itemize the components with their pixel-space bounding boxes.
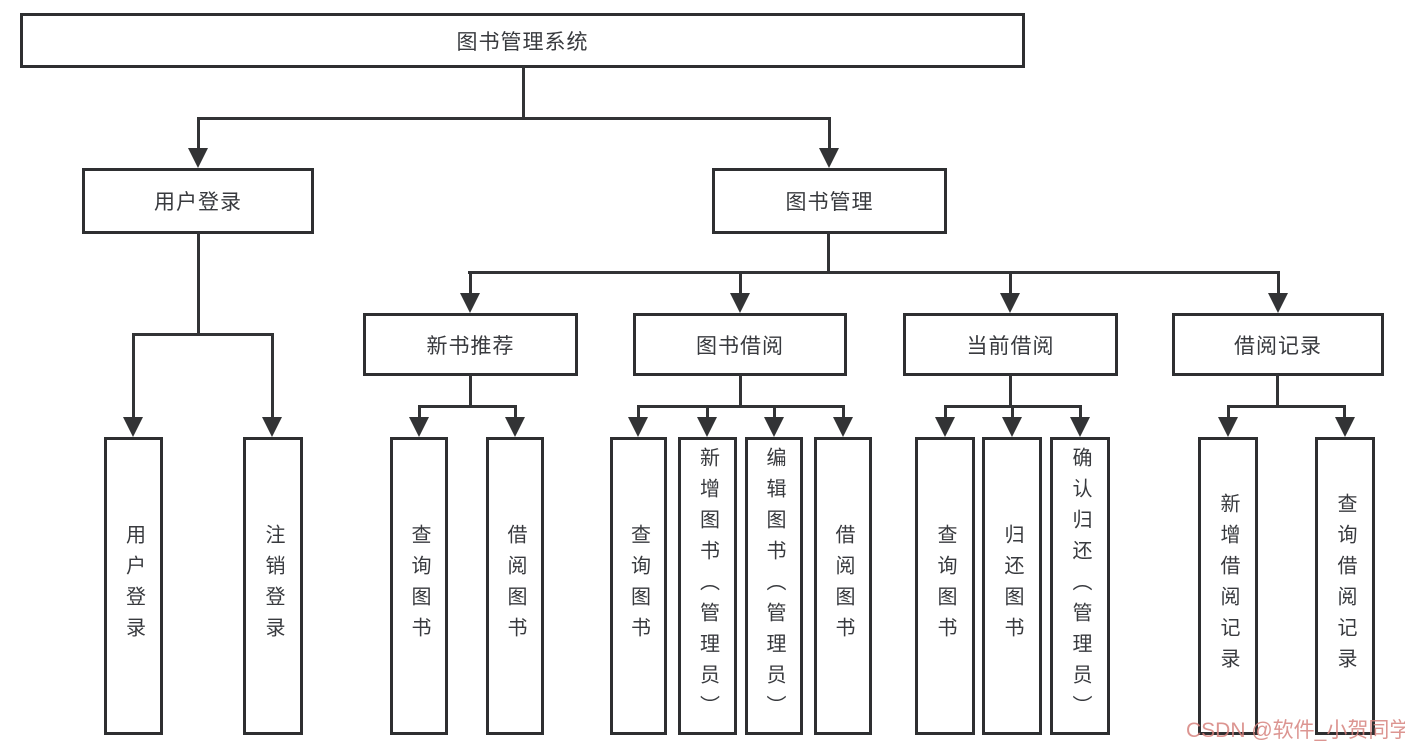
node-add-borrow-record: 新增借阅记录: [1198, 437, 1258, 735]
arrow-down-icon: [262, 417, 282, 437]
connector-to-borrow: [739, 271, 742, 297]
node-user-login-leaf: 用户登录: [104, 437, 163, 735]
connector-leaf-stem: [637, 405, 640, 419]
arrow-down-icon: [1218, 417, 1238, 437]
connector-recommend-stem: [469, 374, 472, 408]
connector-leaf-stem: [773, 405, 776, 419]
connector-leaf-stem: [706, 405, 709, 419]
arrow-down-icon: [764, 417, 784, 437]
arrow-down-icon: [819, 148, 839, 168]
arrow-down-icon: [1002, 417, 1022, 437]
arrow-down-icon: [1070, 417, 1090, 437]
arrow-down-icon: [833, 417, 853, 437]
connector-leaf-stem: [1079, 405, 1082, 419]
arrow-down-icon: [697, 417, 717, 437]
arrow-down-icon: [123, 417, 143, 437]
connector-user-span: [132, 333, 274, 336]
node-current-query-books: 查询图书: [915, 437, 975, 735]
connector-to-logout-leaf: [271, 333, 274, 419]
connector-to-user-login-leaf: [132, 333, 135, 419]
connector-to-records: [1277, 271, 1280, 297]
node-confirm-return-admin: 确认归还（管理员）: [1050, 437, 1110, 735]
connector-root-span: [197, 117, 831, 120]
node-query-borrow-record: 查询借阅记录: [1315, 437, 1375, 735]
node-logout-leaf: 注销登录: [243, 437, 303, 735]
arrow-down-icon: [1000, 293, 1020, 313]
arrow-down-icon: [730, 293, 750, 313]
node-borrow-query-books: 查询图书: [610, 437, 667, 735]
node-current-borrow: 当前借阅: [903, 313, 1118, 376]
connector-leaf-stem: [418, 405, 421, 419]
connector-records-span: [1227, 405, 1346, 408]
node-library-system: 图书管理系统: [20, 13, 1025, 68]
node-borrow-records: 借阅记录: [1172, 313, 1384, 376]
arrow-down-icon: [628, 417, 648, 437]
node-user-login: 用户登录: [82, 168, 314, 234]
node-recommend-borrow-books: 借阅图书: [486, 437, 544, 735]
node-book-borrow: 图书借阅: [633, 313, 847, 376]
connector-recommend-span: [418, 405, 517, 408]
arrow-down-icon: [1335, 417, 1355, 437]
connector-leaf-stem: [1011, 405, 1014, 419]
watermark: CSDN @软件_小贺同学: [1186, 719, 1405, 742]
connector-user-stem: [197, 232, 200, 336]
node-new-book-recommend: 新书推荐: [363, 313, 578, 376]
connector-mgmt-span: [468, 271, 1280, 274]
node-edit-book-admin: 编辑图书（管理员）: [745, 437, 803, 735]
connector-records-stem: [1276, 374, 1279, 408]
connector-leaf-stem: [944, 405, 947, 419]
connector-leaf-stem: [1227, 405, 1230, 419]
connector-mgmt-stem: [827, 232, 830, 274]
node-book-management: 图书管理: [712, 168, 947, 234]
arrow-down-icon: [935, 417, 955, 437]
connector-to-recommend: [469, 271, 472, 297]
arrow-down-icon: [460, 293, 480, 313]
connector-leaf-stem: [1343, 405, 1346, 419]
arrow-down-icon: [1268, 293, 1288, 313]
arrow-down-icon: [409, 417, 429, 437]
connector-leaf-stem: [514, 405, 517, 419]
connector-leaf-stem: [842, 405, 845, 419]
arrow-down-icon: [505, 417, 525, 437]
connector-borrow-stem: [739, 374, 742, 408]
node-recommend-query-books: 查询图书: [390, 437, 448, 735]
connector-to-current: [1009, 271, 1012, 297]
connector-to-book-mgmt: [828, 117, 831, 150]
node-borrow-borrow-books: 借阅图书: [814, 437, 872, 735]
node-return-books: 归还图书: [982, 437, 1042, 735]
arrow-down-icon: [188, 148, 208, 168]
connector-to-user-login: [197, 117, 200, 150]
connector-current-stem: [1009, 374, 1012, 408]
connector-root-stem: [522, 66, 525, 120]
node-add-book-admin: 新增图书（管理员）: [678, 437, 737, 735]
connector-borrow-span: [637, 405, 845, 408]
